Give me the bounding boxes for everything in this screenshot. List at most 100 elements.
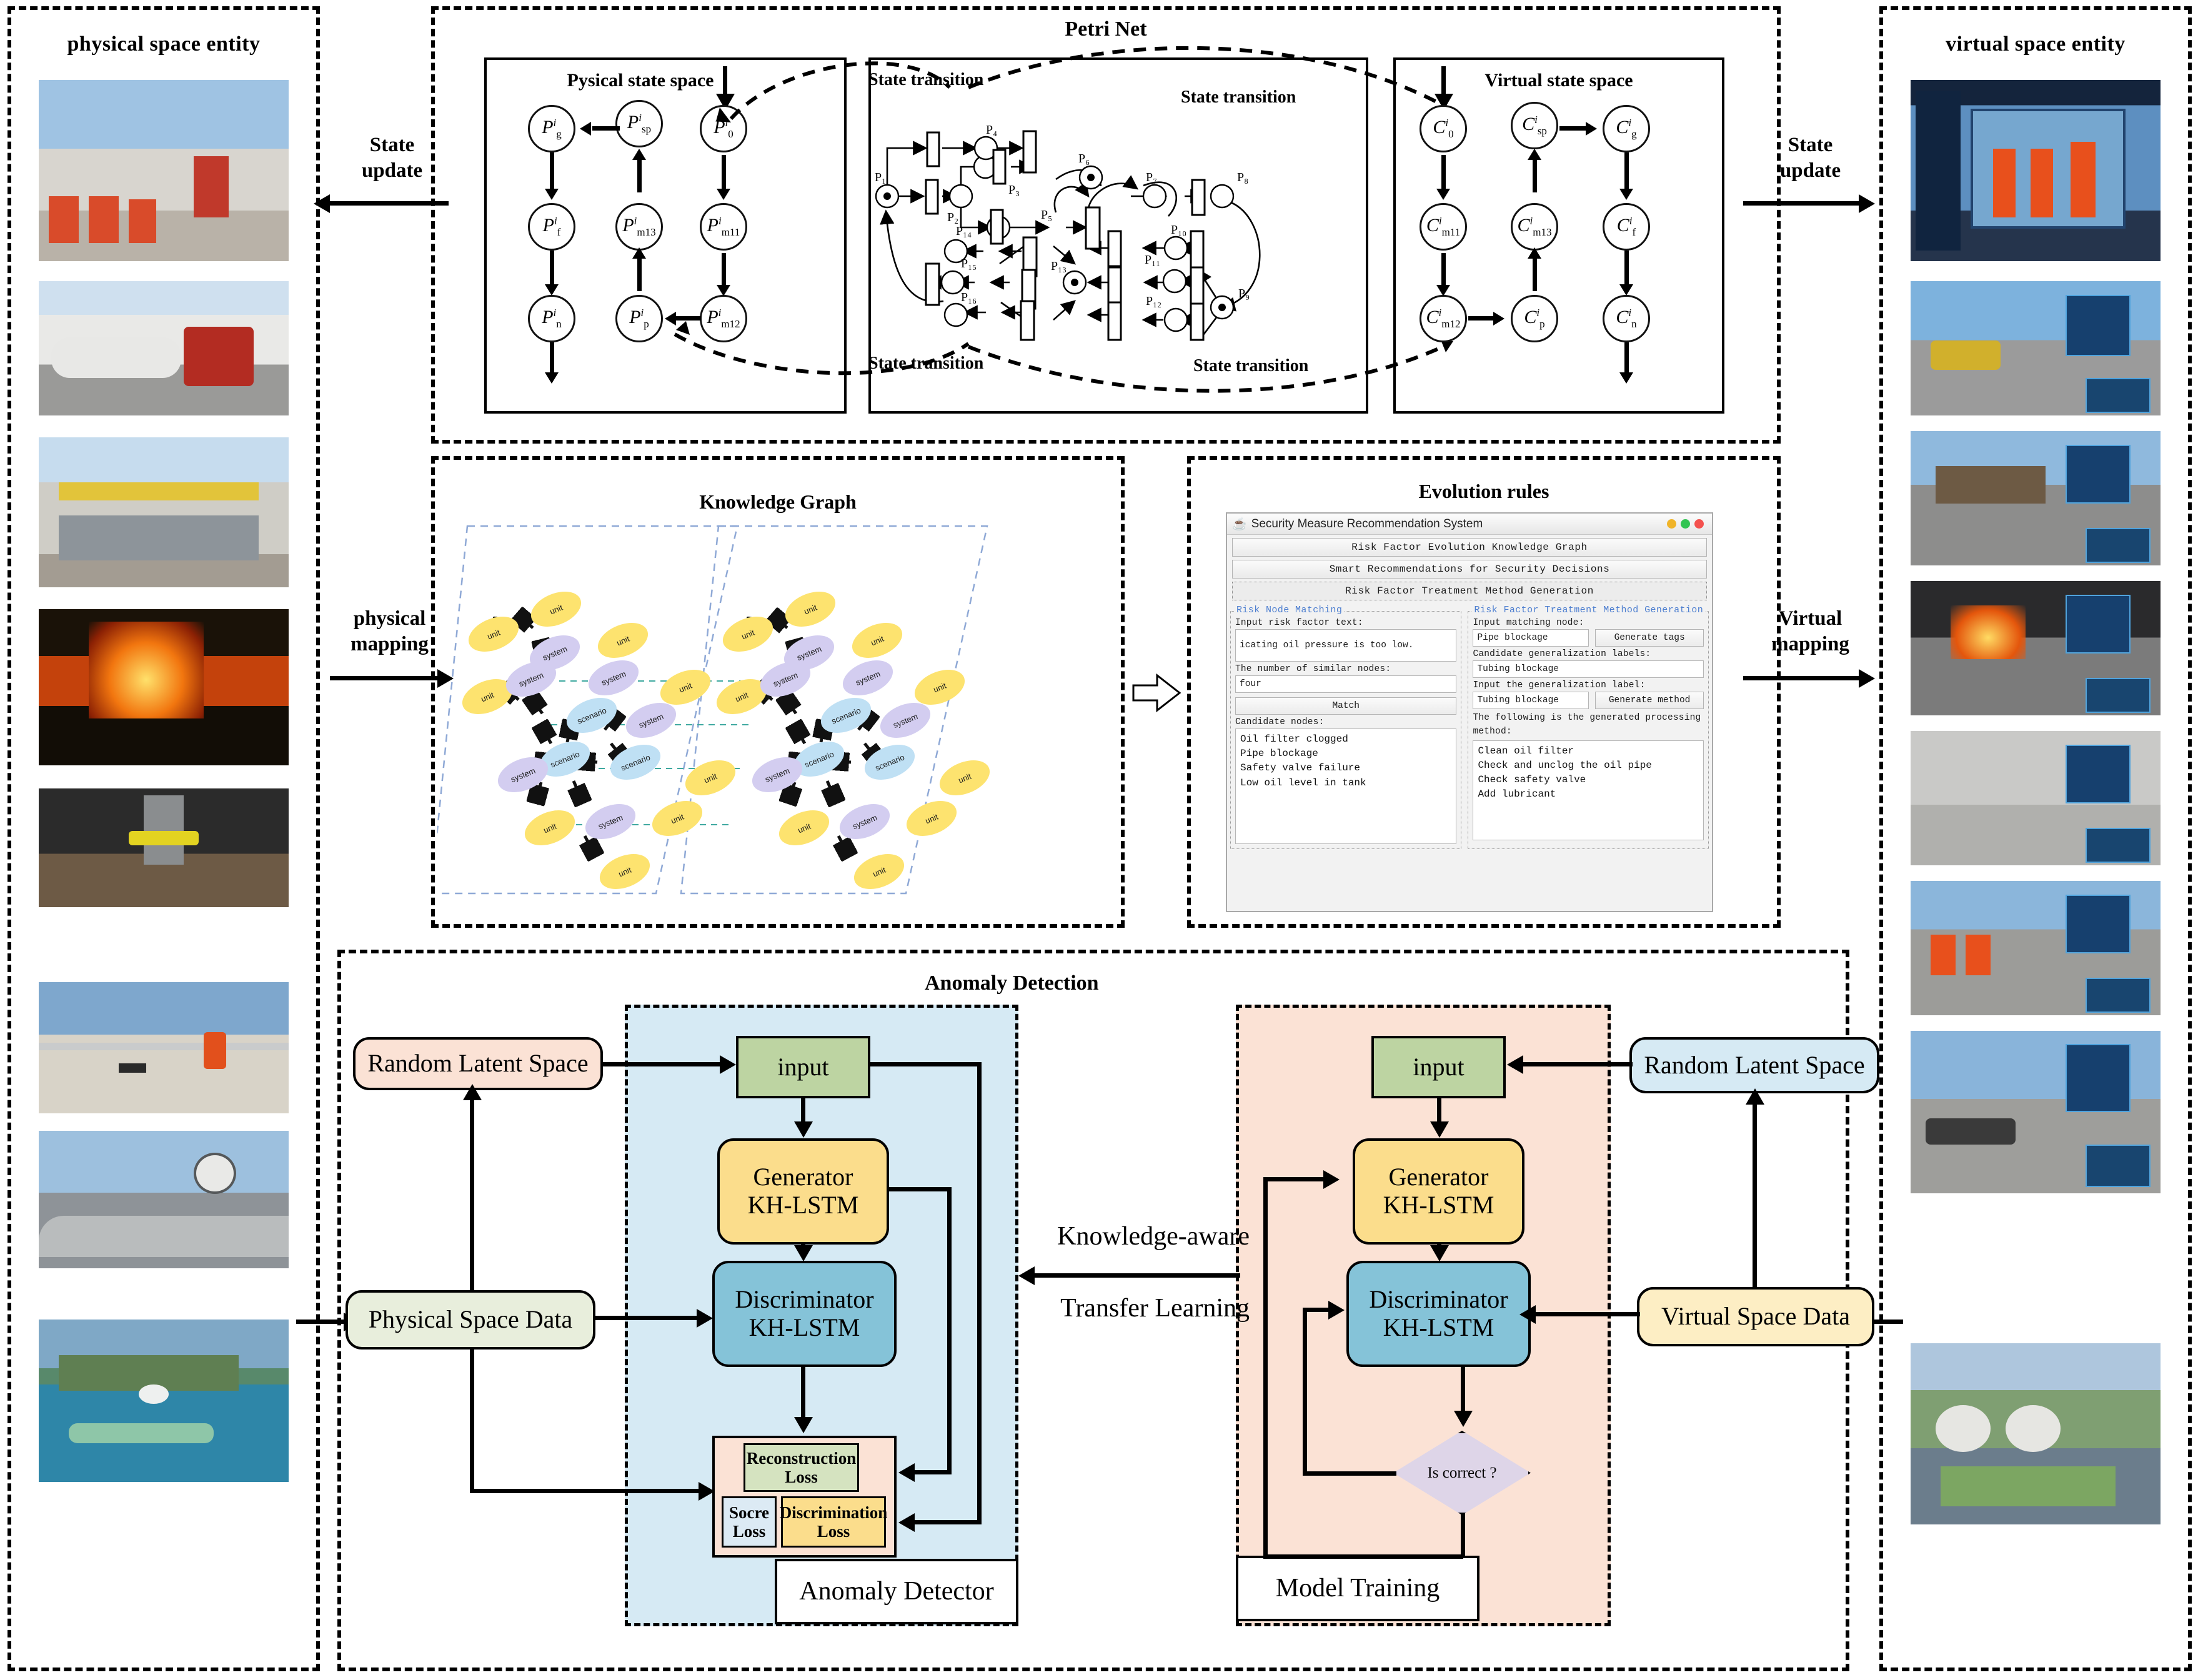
physical-photo-4	[39, 609, 289, 765]
diamond-to-disc-h	[1303, 1471, 1396, 1476]
rls-right-to-input-line	[1521, 1062, 1633, 1066]
similar-nodes-count-label: The number of similar nodes:	[1235, 664, 1391, 674]
discrimination-loss-box: Discrimination Loss	[780, 1496, 887, 1548]
generate-method-button[interactable]: Generate method	[1595, 692, 1704, 709]
tab-risk-factor-evolution-knowledge-graph[interactable]: Risk Factor Evolution Knowledge Graph	[1232, 538, 1707, 557]
svg-text:P₉: P₉	[1238, 287, 1250, 301]
generate-tags-button[interactable]: Generate tags	[1595, 629, 1704, 647]
detector-generator-box: Generator KH-LSTM	[717, 1138, 889, 1245]
state-update-right-label: State update	[1779, 134, 1841, 182]
generator-right-to-loss-arrow	[898, 1463, 915, 1482]
pss-node-pm11: Pim11	[700, 203, 747, 251]
virtual-state-space-title: Virtual state space	[1484, 70, 1633, 91]
vsd-to-discriminator-arrow	[1519, 1305, 1536, 1324]
physical-data-inflow-line	[296, 1320, 346, 1324]
candidate-node-item: Oil filter clogged	[1240, 733, 1348, 745]
psd-to-rls-arrow	[463, 1084, 482, 1100]
transfer-learning-arrow	[1018, 1266, 1035, 1285]
model-training-label-box: Model Training	[1236, 1556, 1479, 1621]
virtual-photo-1	[1911, 80, 2161, 261]
tab-smart-recommendations[interactable]: Smart Recommendations for Security Decis…	[1232, 560, 1707, 579]
window-title-text: Security Measure Recommendation System	[1251, 517, 1483, 530]
svg-text:P₁₅: P₁₅	[961, 257, 977, 271]
svg-text:P₆: P₆	[1078, 152, 1090, 166]
training-discriminator-to-diamond-arrow	[1454, 1411, 1473, 1427]
svg-text:P₁₄: P₁₄	[956, 224, 972, 238]
tab-risk-factor-treatment-method-generation[interactable]: Risk Factor Treatment Method Generation	[1232, 582, 1707, 600]
window-minimize-dot[interactable]	[1667, 519, 1676, 529]
svg-text:P₂: P₂	[947, 211, 958, 224]
state-transition-label-1: State transition	[868, 70, 984, 89]
physical-photo-2	[39, 281, 289, 415]
reconstruction-loss-box: Reconstruction Loss	[743, 1443, 859, 1492]
svg-text:P₁₃: P₁₃	[1051, 259, 1067, 273]
pss-arrow-g-f-line	[550, 152, 554, 191]
vss-node-cm11: Cim11	[1420, 203, 1467, 251]
pss-node-psp: Pisp	[615, 100, 663, 147]
virtual-photo-4	[1911, 581, 2161, 715]
svg-text:P₁: P₁	[875, 171, 886, 184]
pss-arrow-m11-m12	[717, 285, 730, 296]
virtual-space-entity-title: virtual space entity	[1946, 32, 2126, 56]
diamond-to-gen-v2	[1263, 1177, 1268, 1557]
pss-arrow-p-m13-line	[637, 255, 642, 291]
vss-arrow-n-out	[1619, 372, 1633, 384]
psd-to-rls-line	[470, 1090, 474, 1291]
match-button[interactable]: Match	[1235, 697, 1457, 715]
coffee-cup-icon: ☕	[1232, 517, 1247, 531]
psd-to-loss-arrow	[699, 1482, 715, 1501]
virtual-photo-6	[1911, 881, 2161, 1015]
generated-method-output[interactable]: Clean oil filter Check and unclog the oi…	[1473, 740, 1704, 840]
transfer-learning-label: Transfer Learning	[1060, 1294, 1250, 1323]
window-maximize-dot[interactable]	[1681, 519, 1690, 529]
vss-arrow-f-n	[1619, 284, 1633, 296]
pss-node-pg: Pig	[528, 105, 575, 152]
diamond-to-disc-v	[1303, 1308, 1307, 1473]
state-transition-label-3: State transition	[868, 354, 984, 373]
vss-node-cm12: Cim12	[1420, 295, 1467, 342]
training-discriminator-box: Discriminator KH-LSTM	[1346, 1261, 1531, 1367]
knowledge-graph-section	[431, 456, 1125, 928]
input-right-line	[870, 1062, 982, 1066]
diamond-to-disc-in	[1303, 1308, 1331, 1312]
input-matching-node-field[interactable]: Pipe blockage	[1473, 629, 1589, 647]
window-close-dot[interactable]	[1694, 519, 1704, 529]
svg-text:P₁₁: P₁₁	[1145, 253, 1160, 267]
virtual-mapping-arrow	[1859, 669, 1875, 688]
physical-mapping-arrow	[437, 669, 454, 688]
candidate-nodes-list[interactable]: Oil filter clogged Pipe blockage Safety …	[1235, 728, 1457, 844]
vss-arrow-m13-sp	[1528, 149, 1541, 160]
training-generator-box: Generator KH-LSTM	[1353, 1138, 1524, 1245]
pss-node-pf: Pif	[528, 203, 575, 251]
candidate-generalization-labels-label: Candidate generalization labels:	[1473, 649, 1651, 659]
similar-nodes-count-field[interactable]: four	[1235, 675, 1457, 693]
treatment-method-generation-group: Risk Factor Treatment Method Generation …	[1468, 605, 1709, 849]
pss-arrow-p0-m11-line	[722, 155, 726, 192]
petri-net-title: Petri Net	[1065, 17, 1147, 41]
pss-node-pm12: Pim12	[700, 295, 747, 342]
virtual-photo-3	[1911, 431, 2161, 565]
vss-arrow-p-m13	[1528, 247, 1541, 259]
pss-arrow-m11-m12-line	[722, 253, 726, 289]
candidate-generalization-labels-field[interactable]: Tubing blockage	[1473, 660, 1704, 678]
vss-node-cg: Cig	[1603, 105, 1650, 152]
input-risk-factor-text-field[interactable]: icating oil pressure is too low.	[1235, 629, 1457, 662]
virtual-mapping-line	[1743, 676, 1862, 680]
vss-arrow-f-n-line	[1624, 251, 1629, 287]
score-loss-box: Socre Loss	[722, 1496, 777, 1548]
vss-arrow-c0-m11-line	[1441, 155, 1446, 192]
vss-arrow-g-f	[1619, 189, 1633, 200]
anomaly-detection-title: Anomaly Detection	[925, 972, 1099, 995]
pss-arrow-sp-g-line	[592, 126, 620, 131]
virtual-photo-7	[1911, 1031, 2161, 1193]
vss-arrow-m12-p-line	[1468, 316, 1494, 321]
input-generalization-label-field[interactable]: Tubing blockage	[1473, 692, 1589, 709]
vss-entry-line	[1441, 66, 1446, 99]
generated-method-item: Add lubricant	[1478, 788, 1556, 800]
pss-node-p0: Pi0	[700, 105, 747, 152]
physical-space-entity-title: physical space entity	[67, 32, 261, 56]
knowledge-graph-title: Knowledge Graph	[699, 490, 857, 513]
svg-text:P₄: P₄	[986, 123, 997, 137]
training-input-to-generator-arrow	[1430, 1121, 1449, 1138]
svg-text:P₁₂: P₁₂	[1146, 294, 1161, 308]
